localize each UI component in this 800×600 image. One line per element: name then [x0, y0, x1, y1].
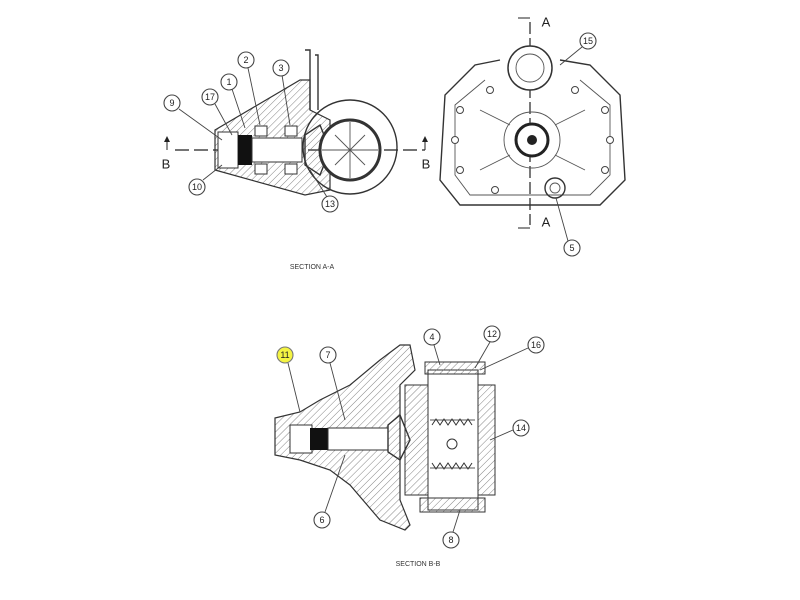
callout-6[interactable]: 6: [313, 511, 331, 529]
svg-text:12: 12: [487, 329, 497, 339]
callout-5[interactable]: 5: [563, 239, 581, 257]
callout-13[interactable]: 13: [321, 195, 339, 213]
svg-text:5: 5: [569, 243, 574, 253]
section-b-b-drawing: [274, 344, 496, 531]
svg-text:4: 4: [429, 332, 434, 342]
svg-text:1: 1: [226, 77, 231, 87]
callout-11-highlighted[interactable]: 11: [276, 346, 294, 364]
section-marker-a-bottom: A: [542, 215, 551, 230]
callout-15[interactable]: 15: [579, 32, 597, 50]
svg-text:9: 9: [169, 98, 174, 108]
callout-3[interactable]: 3: [272, 59, 290, 77]
svg-text:10: 10: [192, 182, 202, 192]
svg-text:17: 17: [205, 92, 215, 102]
svg-text:14: 14: [516, 423, 526, 433]
callout-4[interactable]: 4: [423, 328, 441, 346]
section-marker-b-left: B: [162, 156, 171, 171]
callout-16[interactable]: 16: [527, 336, 545, 354]
section-b-b-caption: SECTION B-B: [396, 561, 441, 568]
callout-12[interactable]: 12: [483, 325, 501, 343]
svg-text:7: 7: [325, 350, 330, 360]
section-marker-b-right: B: [422, 156, 431, 171]
callout-8[interactable]: 8: [442, 531, 460, 549]
callout-17[interactable]: 17: [201, 88, 219, 106]
callout-14[interactable]: 14: [512, 419, 530, 437]
callout-7[interactable]: 7: [319, 346, 337, 364]
section-b-b-leaders: [287, 341, 529, 533]
callout-10[interactable]: 10: [188, 178, 206, 196]
svg-text:16: 16: [531, 340, 541, 350]
svg-text:15: 15: [583, 36, 593, 46]
svg-text:6: 6: [319, 515, 324, 525]
section-a-a-caption: SECTION A-A: [290, 264, 335, 271]
section-a-a-leaders: [178, 67, 328, 198]
end-view-drawing: [439, 17, 626, 229]
svg-text:8: 8: [448, 535, 453, 545]
section-marker-a-top: A: [542, 15, 551, 30]
svg-text:13: 13: [325, 199, 335, 209]
svg-text:3: 3: [278, 63, 283, 73]
callout-2[interactable]: 2: [237, 51, 255, 69]
callout-1[interactable]: 1: [220, 73, 238, 91]
callout-9[interactable]: 9: [163, 94, 181, 112]
svg-text:2: 2: [243, 55, 248, 65]
section-a-a-drawing: [164, 49, 428, 196]
svg-text:11: 11: [280, 350, 289, 360]
